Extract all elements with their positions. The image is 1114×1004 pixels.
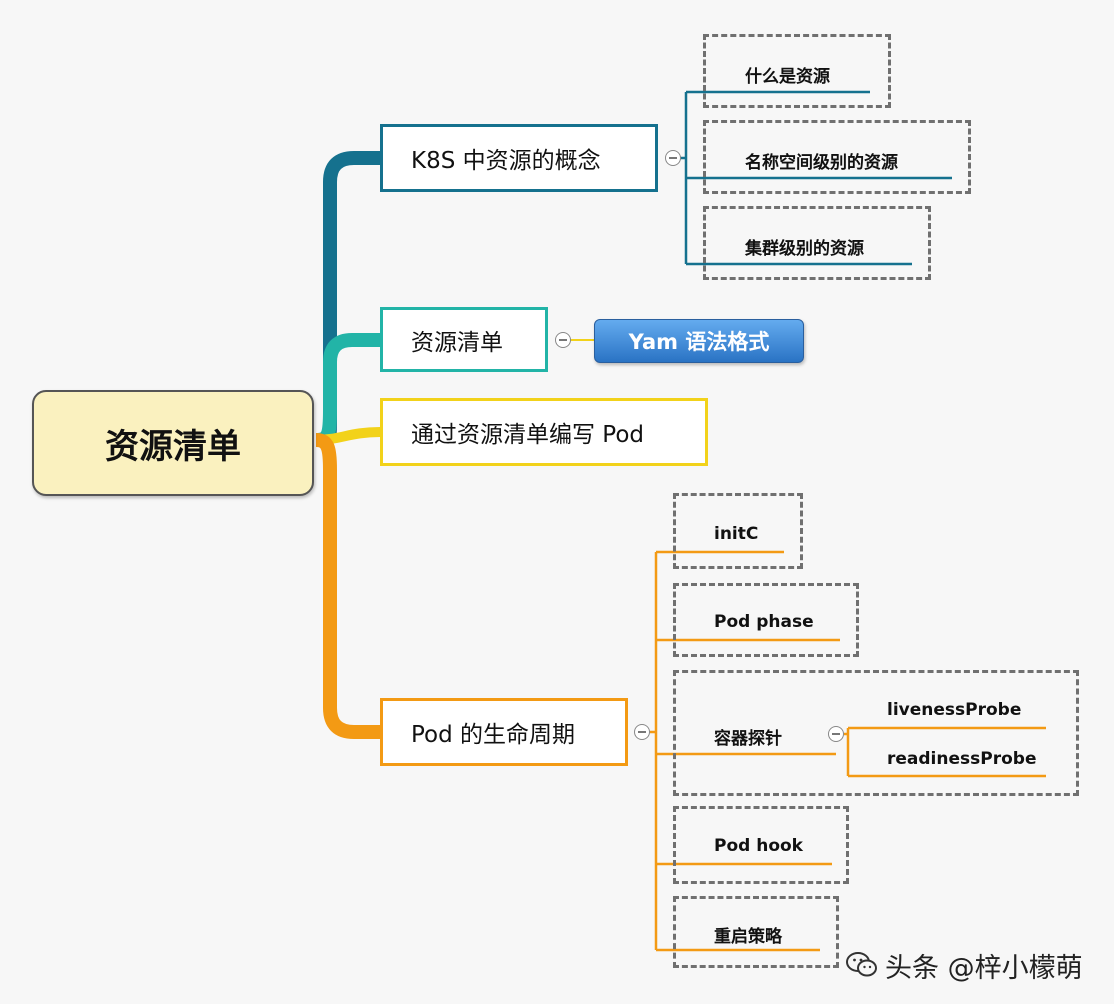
collapse-toggle-icon[interactable] [665,150,681,166]
k8s-children-bracket [680,90,952,266]
watermark: 头条 @梓小檬萌 [845,938,1083,992]
branch-label: 通过资源清单编写 Pod [411,422,645,448]
pod-children-bracket [650,550,840,952]
yaml-syntax-node[interactable]: Yam 语法格式 [594,319,804,363]
watermark-text: 头条 @梓小檬萌 [885,952,1083,984]
leaf-label: Pod phase [714,612,814,632]
collapse-toggle-icon[interactable] [828,726,844,742]
leaf-box-initc[interactable] [673,493,803,569]
leaf-box-container-probes[interactable] [673,670,1079,796]
leaf-box-pod-phase[interactable] [673,583,859,657]
leaf-label: Pod hook [714,836,803,856]
leaf-label: 重启策略 [714,927,782,947]
probe-label: readinessProbe [887,749,1037,769]
root-label: 资源清单 [105,426,241,467]
root-node[interactable]: 资源清单 [32,390,314,496]
branch-label: 资源清单 [411,329,503,356]
branch-k8s-resource-concept[interactable]: K8S 中资源的概念 [380,124,658,192]
branch-label: K8S 中资源的概念 [411,148,601,174]
probe-label: livenessProbe [887,700,1022,720]
leaf-box-namespace-resources[interactable] [703,120,971,194]
leaf-box-cluster-resources[interactable] [703,206,931,280]
probe-children-bracket [844,726,1046,778]
branch-resource-manifest[interactable]: 资源清单 [380,307,548,372]
branch-write-pod-with-manifest[interactable]: 通过资源清单编写 Pod [380,398,708,466]
collapse-toggle-icon[interactable] [634,724,650,740]
branch-pod-lifecycle[interactable]: Pod 的生命周期 [380,698,628,766]
leaf-label: initC [714,524,759,544]
leaf-box-what-is-resource[interactable] [703,34,891,108]
leaf-label: 容器探针 [714,729,782,749]
collapse-toggle-icon[interactable] [555,332,571,348]
leaf-label: 什么是资源 [745,67,830,87]
leaf-label: 集群级别的资源 [745,239,864,259]
trunk-orange [315,433,380,739]
leaf-label: 名称空间级别的资源 [745,153,898,173]
yaml-label: Yam 语法格式 [628,330,770,354]
trunk-teal [315,333,380,447]
leaf-box-pod-hook[interactable] [673,806,849,884]
leaf-box-restart-policy[interactable] [673,896,839,968]
wechat-logo-icon [845,948,879,982]
branch-label: Pod 的生命周期 [411,722,576,748]
